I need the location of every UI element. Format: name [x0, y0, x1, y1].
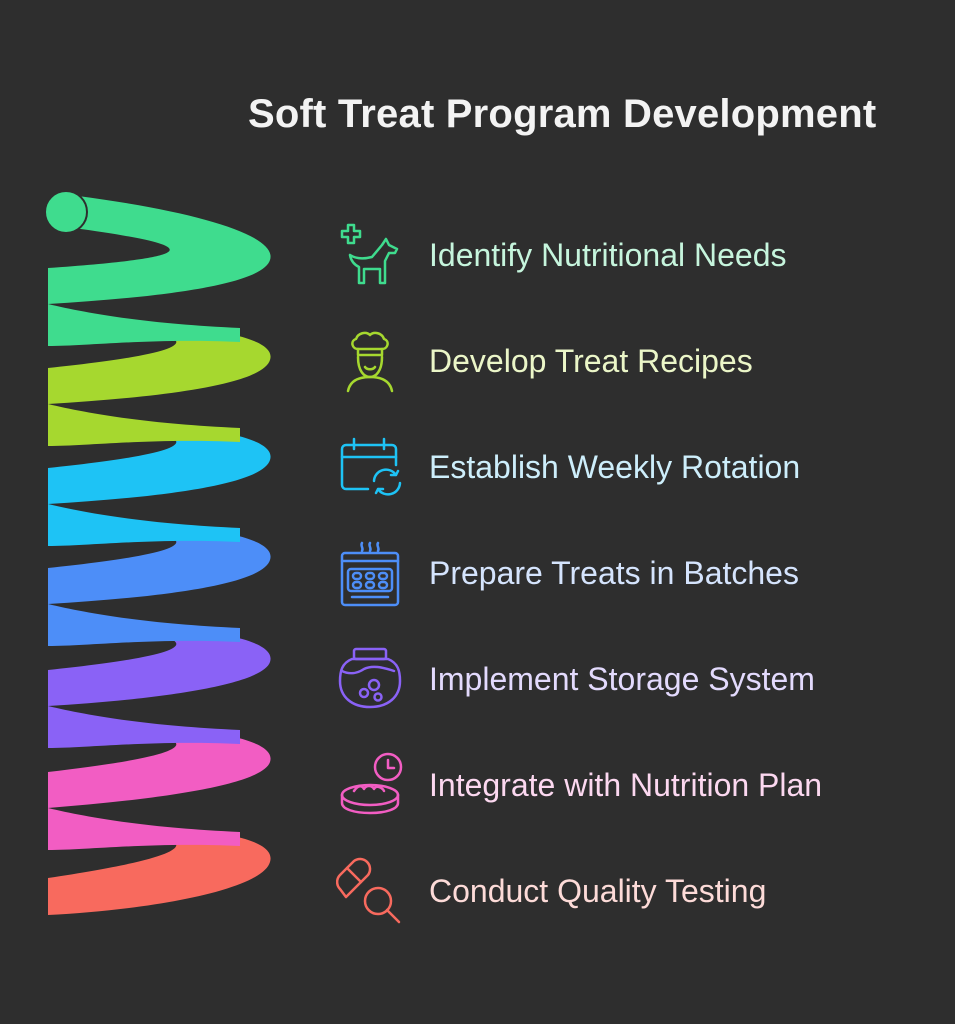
step-develop-treat-recipes: Develop Treat Recipes	[336, 326, 936, 396]
step-implement-storage-system: Implement Storage System	[336, 644, 936, 714]
spiral-back-1	[48, 304, 240, 346]
step-label: Conduct Quality Testing	[429, 872, 767, 909]
spiral-back-3	[48, 504, 240, 546]
spiral-back-6	[48, 808, 240, 850]
capsule-magnifier-icon	[336, 857, 404, 925]
spiral-back-4	[48, 604, 240, 646]
step-identify-nutritional-needs: Identify Nutritional Needs	[336, 220, 936, 290]
spiral-graphic	[44, 190, 271, 915]
spiral-turn-5	[48, 626, 271, 706]
page-title: Soft Treat Program Development	[248, 92, 877, 136]
step-label: Implement Storage System	[429, 660, 815, 697]
step-integrate-with-nutrition-plan: Integrate with Nutrition Plan	[336, 750, 936, 820]
spiral-end-cap	[44, 190, 88, 234]
step-prepare-treats-in-batches: Prepare Treats in Batches	[336, 538, 936, 608]
spiral-turn-6	[48, 726, 271, 808]
step-label: Identify Nutritional Needs	[429, 236, 787, 273]
jar-icon	[336, 645, 404, 713]
spiral-turn-3	[48, 424, 271, 504]
oven-tray-icon	[336, 539, 404, 607]
spiral-back-2	[48, 404, 240, 446]
spiral-back-5	[48, 706, 240, 748]
step-label: Establish Weekly Rotation	[429, 448, 801, 485]
step-conduct-quality-testing: Conduct Quality Testing	[336, 856, 936, 926]
dog-health-icon	[336, 221, 404, 289]
step-label: Integrate with Nutrition Plan	[429, 766, 823, 803]
step-label: Develop Treat Recipes	[429, 342, 753, 379]
spiral-turn-2	[48, 324, 271, 404]
spiral-turn-7	[48, 826, 271, 915]
step-establish-weekly-rotation: Establish Weekly Rotation	[336, 432, 936, 502]
step-label: Prepare Treats in Batches	[429, 554, 799, 591]
spiral-turn-1	[48, 196, 271, 304]
spiral-turn-4	[48, 524, 271, 604]
chef-icon	[336, 327, 404, 395]
food-bowl-clock-icon	[336, 751, 404, 819]
calendar-rotation-icon	[336, 433, 404, 501]
